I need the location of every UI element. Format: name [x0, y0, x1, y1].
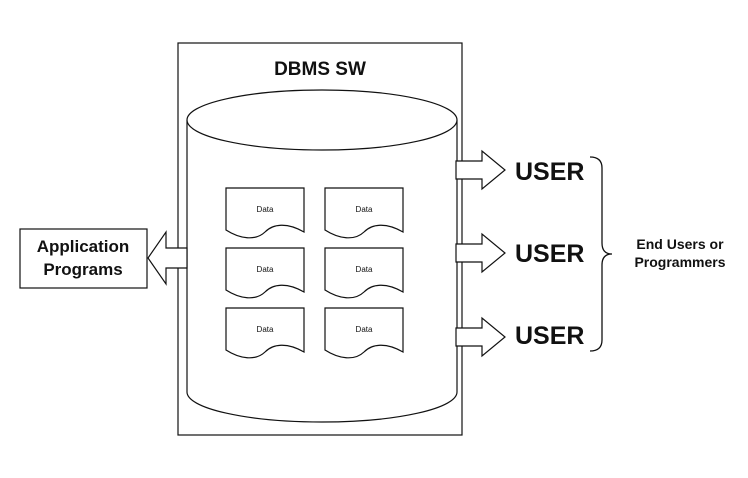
arrow-to-user-3 — [455, 316, 506, 358]
application-label-line1: Application — [37, 237, 130, 256]
arrow-to-user-2 — [455, 232, 506, 274]
data-document-label: Data — [356, 265, 373, 274]
data-document: Data — [324, 247, 404, 299]
data-document-label: Data — [257, 205, 274, 214]
data-document: Data — [324, 187, 404, 239]
dbms-title: DBMS SW — [274, 59, 366, 80]
data-document: Data — [225, 307, 305, 359]
user-arrows — [455, 149, 506, 358]
data-document: Data — [225, 187, 305, 239]
application-programs-box — [19, 228, 148, 289]
user-label-3: USER — [515, 322, 584, 350]
user-label-2: USER — [515, 240, 584, 268]
data-document-label: Data — [356, 325, 373, 334]
end-users-label-line2: Programmers — [634, 254, 725, 270]
data-document-label: Data — [257, 265, 274, 274]
data-document: Data — [324, 307, 404, 359]
application-label-line2: Programs — [43, 260, 122, 279]
data-document-label: Data — [356, 205, 373, 214]
arrow-to-application — [147, 230, 188, 286]
end-users-label-line1: End Users or — [636, 236, 724, 252]
curly-brace — [589, 156, 613, 352]
user-label-1: USER — [515, 158, 584, 186]
data-document-label: Data — [257, 325, 274, 334]
data-document: Data — [225, 247, 305, 299]
arrow-to-user-1 — [455, 149, 506, 191]
